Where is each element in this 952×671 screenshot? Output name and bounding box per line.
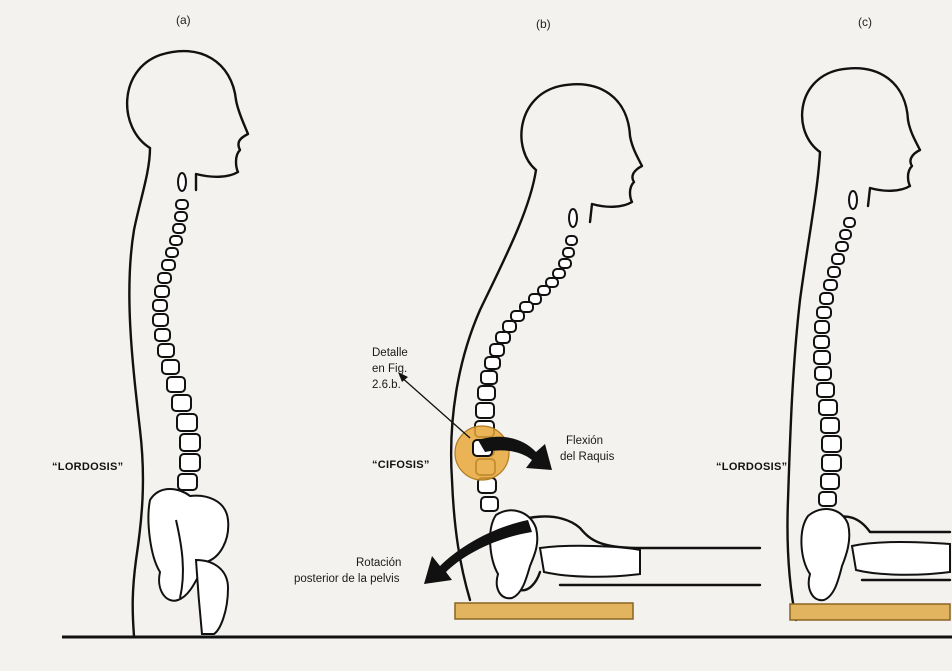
- seat-c: [790, 604, 950, 620]
- figure-b-outline: [451, 84, 642, 600]
- detail-note-line-1: Detalle: [372, 347, 408, 359]
- rotation-note-line-2: posterior de la pelvis: [294, 573, 400, 585]
- panel-a-label: (a): [176, 13, 191, 27]
- flexion-note-line-2: del Raquis: [560, 451, 615, 463]
- panel-a: (a): [52, 13, 248, 636]
- rotation-note-line-1: Rotación: [356, 557, 401, 569]
- spine-c: [814, 191, 857, 506]
- panel-b-label: (b): [536, 17, 551, 31]
- posture-label-c: “LORDOSIS”: [716, 461, 787, 473]
- detail-note-line-2: en Fig.: [372, 363, 407, 375]
- panel-b: (b): [294, 17, 760, 619]
- pelvis-c: [801, 509, 950, 600]
- posture-label-a: “LORDOSIS”: [52, 461, 123, 473]
- flexion-note-line-1: Flexión: [566, 435, 603, 447]
- spine-a: [153, 173, 200, 490]
- detail-pointer: [400, 376, 470, 438]
- seat-b: [455, 603, 633, 619]
- panel-c-label: (c): [858, 15, 872, 29]
- detail-note-line-3: 2.6.b.: [372, 379, 401, 391]
- pelvis-a: [148, 489, 228, 634]
- posture-label-b: “CIFOSIS”: [372, 459, 430, 471]
- panel-c: (c): [716, 15, 950, 620]
